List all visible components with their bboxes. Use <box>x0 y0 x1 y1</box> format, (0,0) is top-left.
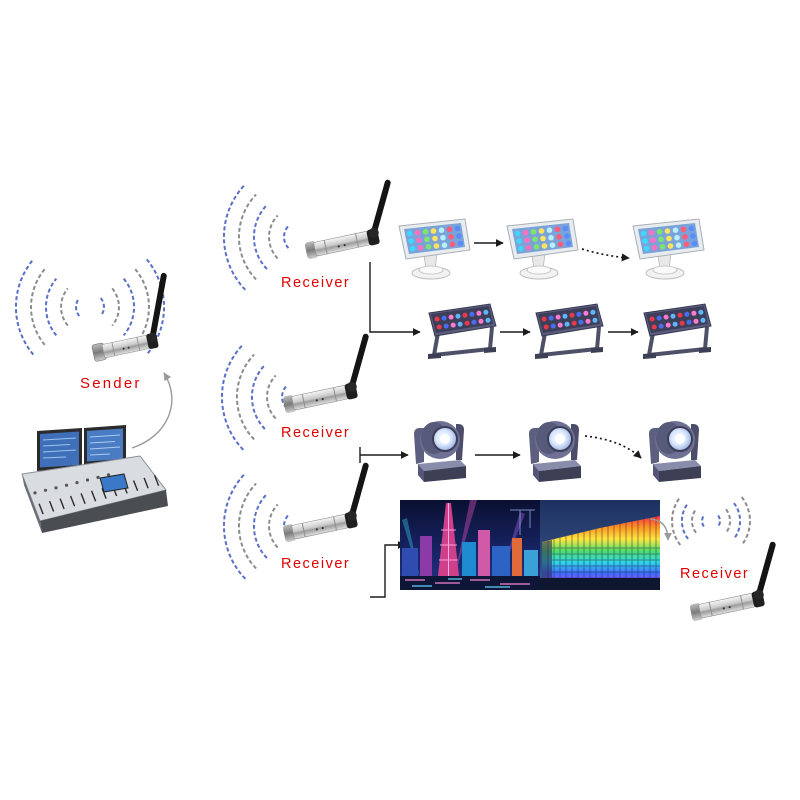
console-knob <box>44 489 47 492</box>
building <box>420 536 432 578</box>
moving-head-light-icon <box>529 421 581 482</box>
signal-wave-arc <box>682 503 688 539</box>
signal-wave-arc <box>224 184 245 290</box>
led-flood-light-icon <box>507 219 578 279</box>
signal-wave-arc <box>702 516 704 527</box>
wireless-dmx-receiver-icon <box>681 545 785 622</box>
signal-wave-arc <box>101 298 104 316</box>
signal-wave-arc <box>254 205 267 269</box>
console-knob <box>96 476 99 479</box>
signal-wave-arc <box>734 503 740 539</box>
console-knob <box>65 484 68 487</box>
wireless-dmx-receiver-icon <box>274 466 378 543</box>
console-knob <box>75 481 78 484</box>
receiver-label: Receiver <box>281 556 350 572</box>
signal-wave-arc <box>269 505 278 548</box>
building <box>512 538 522 578</box>
led-flood-light-icon <box>633 219 704 279</box>
signal-wave-arc <box>269 216 278 259</box>
console-knob <box>86 478 89 481</box>
building <box>478 530 490 578</box>
wireless-dmx-receiver-icon <box>274 337 378 414</box>
building <box>462 542 476 578</box>
city-lights-photo <box>400 500 540 590</box>
signal-wave-arc <box>284 226 288 248</box>
led-wall-washer-icon <box>535 304 603 359</box>
signal-wave-arc <box>31 269 45 345</box>
signal-wave-arc <box>46 279 56 336</box>
signal-wave-arc <box>222 344 243 450</box>
console-knob <box>54 486 57 489</box>
signal-wave-arc <box>742 497 750 545</box>
building <box>402 548 418 578</box>
building <box>524 550 538 578</box>
led-flood-light-icon <box>399 219 470 279</box>
receiver-label: Receiver <box>281 275 350 291</box>
console-knob <box>33 491 36 494</box>
signal-wave-arc <box>692 509 696 532</box>
facade-lighting-photo <box>540 500 660 590</box>
signal-wave-arc <box>672 497 680 545</box>
signal-wave-arc <box>112 288 119 325</box>
signal-wave-arc <box>135 269 149 345</box>
wireless-dmx-transmitter-icon <box>81 276 179 362</box>
moving-head-light-icon <box>414 421 466 482</box>
led-wall-washer-icon <box>428 304 496 359</box>
receiver-signal-waves <box>222 344 287 450</box>
receiver-3-connector <box>370 545 405 597</box>
signal-wave-arc <box>224 473 245 579</box>
river <box>400 576 540 590</box>
chain-arrow-dotted <box>582 249 629 258</box>
receiver-signal-waves <box>672 497 750 545</box>
signal-wave-arc <box>726 509 730 532</box>
monitor-screen <box>87 429 123 462</box>
chain-arrow-dotted <box>585 436 641 458</box>
wireless-dmx-receiver-icon <box>296 183 400 260</box>
signal-wave-arc <box>254 494 267 558</box>
signal-wave-arc <box>718 516 720 527</box>
sender-label: Sender <box>80 375 142 392</box>
receiver-signal-waves <box>224 473 289 579</box>
signal-wave-arc <box>61 288 68 325</box>
signal-wave-arc <box>267 376 276 419</box>
monitor-screen <box>40 432 79 468</box>
receiver-label: Receiver <box>281 425 350 441</box>
receiver-label: Receiver <box>680 566 749 582</box>
moving-head-light-icon <box>649 421 701 482</box>
receiver-signal-waves <box>224 184 289 290</box>
signal-wave-arc <box>76 298 79 316</box>
signal-wave-arc <box>252 365 265 429</box>
led-wall-washer-icon <box>643 304 711 359</box>
ground-silhouette <box>540 578 660 590</box>
building <box>492 546 510 578</box>
signal-wave-arc <box>124 279 134 336</box>
